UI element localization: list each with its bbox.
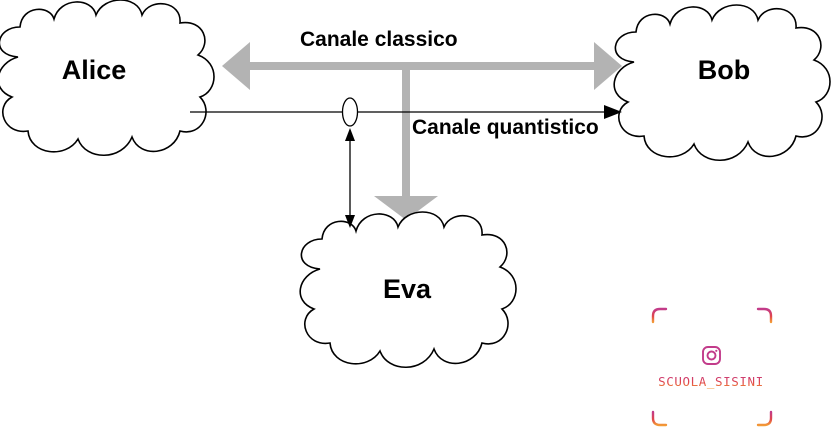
eavesdrop-arrowhead-down: [345, 215, 355, 228]
watermark: SCUOLA_SISINI: [647, 302, 777, 432]
eavesdrop-link: [341, 97, 359, 228]
intercept-ellipse: [341, 97, 359, 127]
node-label-eva: Eva: [383, 274, 432, 304]
edge-label-classic: Canale classico: [300, 28, 458, 51]
instagram-icon: [702, 346, 721, 365]
watermark-handle: SCUOLA_SISINI: [658, 374, 764, 389]
quantum-channel: [190, 105, 622, 119]
quantum-arrowhead: [604, 105, 622, 119]
watermark-corner-br: [756, 410, 773, 427]
node-label-alice: Alice: [62, 55, 127, 85]
cloud-bob: [613, 4, 831, 162]
edge-label-quantum: Canale quantistico: [412, 116, 599, 139]
watermark-corner-bl: [651, 410, 668, 427]
classic-channel: [222, 42, 622, 220]
cloud-alice: [0, 0, 215, 157]
watermark-corner-tl: [651, 307, 668, 324]
classic-arrowhead-right: [594, 42, 622, 90]
node-label-bob: Bob: [698, 55, 750, 85]
classic-arrowhead-down: [374, 196, 438, 220]
classic-arrowhead-left: [222, 42, 250, 90]
watermark-background: [647, 302, 777, 432]
eavesdrop-arrowhead-up: [345, 128, 355, 141]
watermark-corner-tr: [756, 307, 773, 324]
cloud-eva: [299, 211, 517, 369]
